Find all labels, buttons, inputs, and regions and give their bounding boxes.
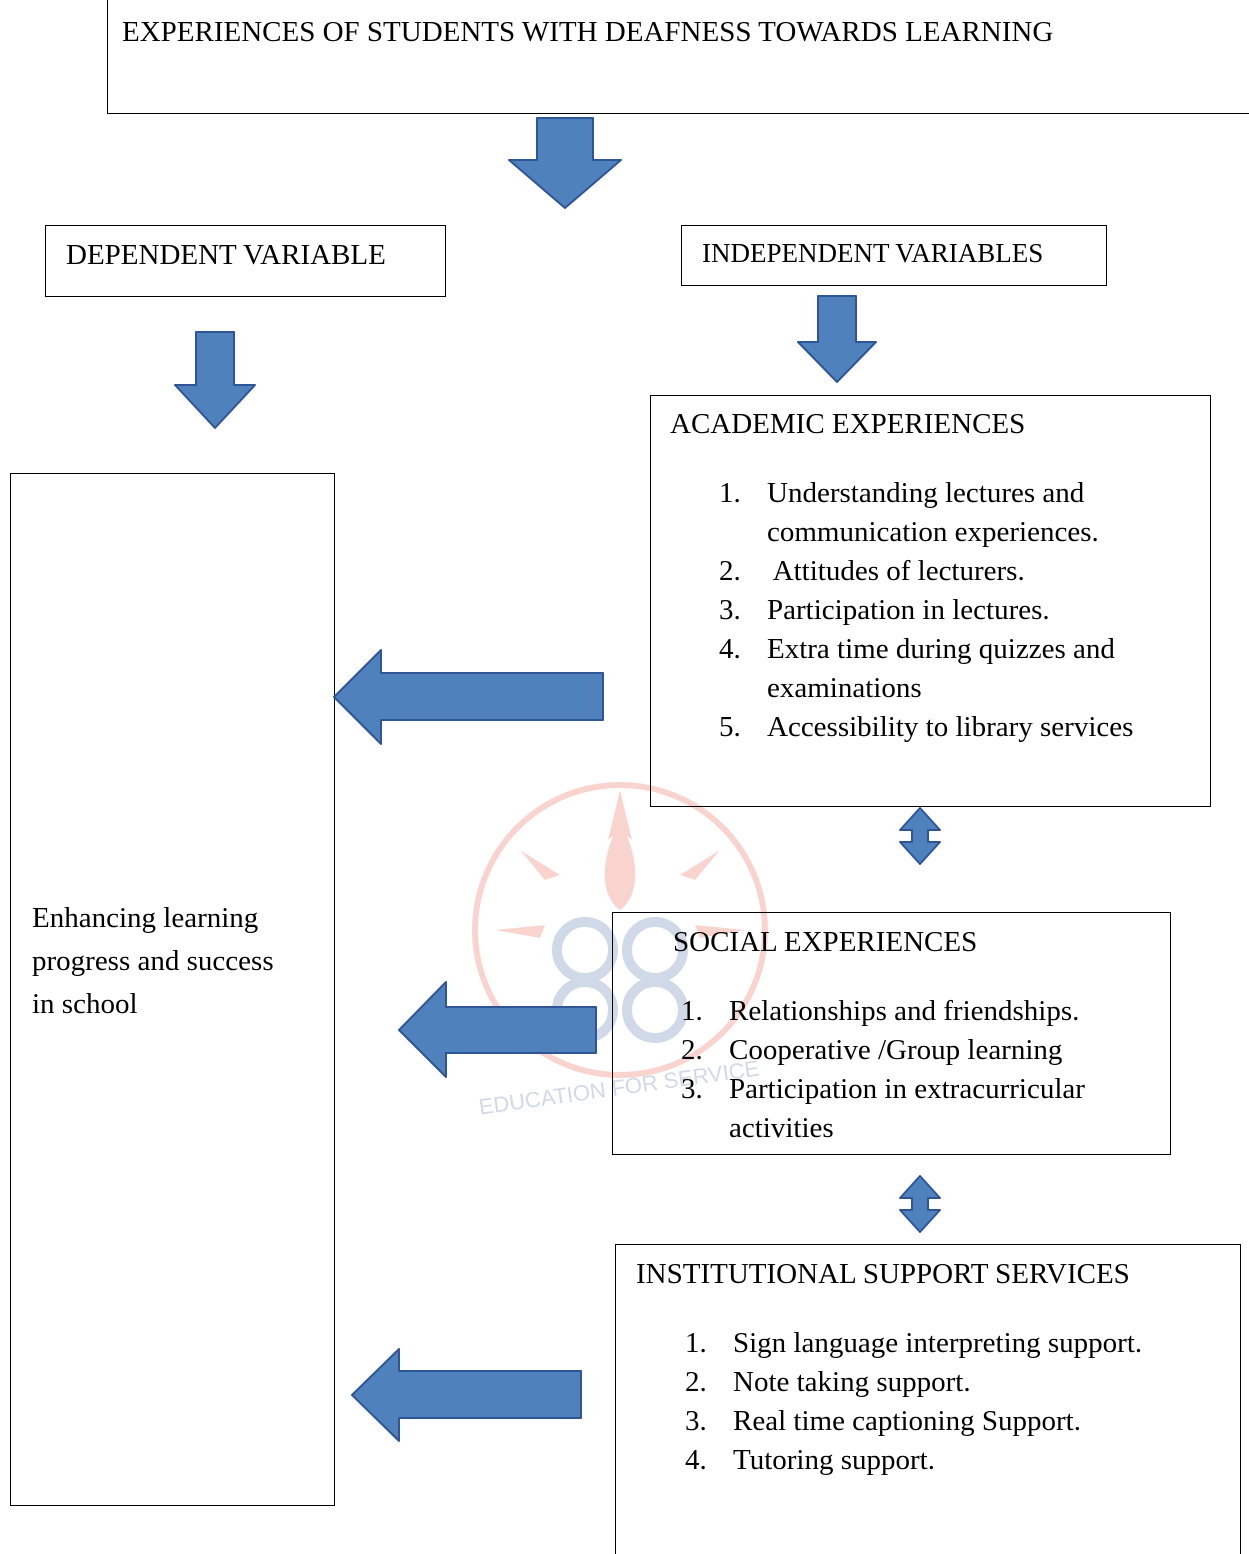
institutional-support-list: 1.Sign language interpreting support. 2.… (685, 1324, 1142, 1480)
double-arrow-icon (899, 1175, 941, 1233)
independent-variables-label: INDEPENDENT VARIABLES (702, 238, 1044, 268)
dependent-variable-label: DEPENDENT VARIABLE (66, 239, 386, 271)
institutional-support-box (615, 1244, 1241, 1554)
institutional-support-title: INSTITUTIONAL SUPPORT SERVICES (636, 1258, 1130, 1290)
header-box (107, 0, 1249, 114)
independent-variables-box (681, 225, 1107, 286)
academic-item: 5.Accessibility to library services (719, 711, 1134, 743)
outcome-line-1: Enhancing learning (32, 902, 259, 934)
institutional-item: 2.Note taking support. (685, 1366, 971, 1398)
watermark-seal-icon: EDUCATION FOR SERVICE (472, 782, 768, 1120)
social-experiences-box (612, 912, 1171, 1155)
institutional-item: 1.Sign language interpreting support. (685, 1327, 1143, 1359)
left-arrow-icon (351, 1348, 582, 1442)
outcome-line-2: progress and success (32, 945, 274, 977)
academic-experiences-title: ACADEMIC EXPERIENCES (670, 408, 1026, 440)
academic-experiences-box (650, 395, 1211, 807)
social-item: 2.Cooperative /Group learning (681, 1034, 1063, 1066)
down-arrow-icon (508, 117, 622, 209)
left-arrow-icon (398, 981, 597, 1078)
social-item: 1.Relationships and friendships. (681, 995, 1080, 1027)
outcome-line-3: in school (32, 988, 138, 1020)
down-arrow-icon (174, 331, 256, 429)
academic-item: 3.Participation in lectures. (719, 594, 1050, 626)
social-experiences-title: SOCIAL EXPERIENCES (673, 926, 978, 958)
dependent-variable-box (45, 225, 446, 297)
academic-item: 2. Attitudes of lecturers. (719, 555, 1025, 587)
down-arrow-icon (797, 295, 877, 383)
diagram-title: EXPERIENCES OF STUDENTS WITH DEAFNESS TO… (122, 16, 1054, 48)
institutional-item: 4.Tutoring support. (685, 1444, 935, 1476)
left-arrow-icon (333, 649, 604, 745)
outcome-box (10, 473, 335, 1506)
social-experiences-list: 1.Relationships and friendships. 2.Coope… (681, 992, 1085, 1148)
double-arrow-icon (899, 807, 941, 865)
institutional-item: 3.Real time captioning Support. (685, 1405, 1081, 1437)
